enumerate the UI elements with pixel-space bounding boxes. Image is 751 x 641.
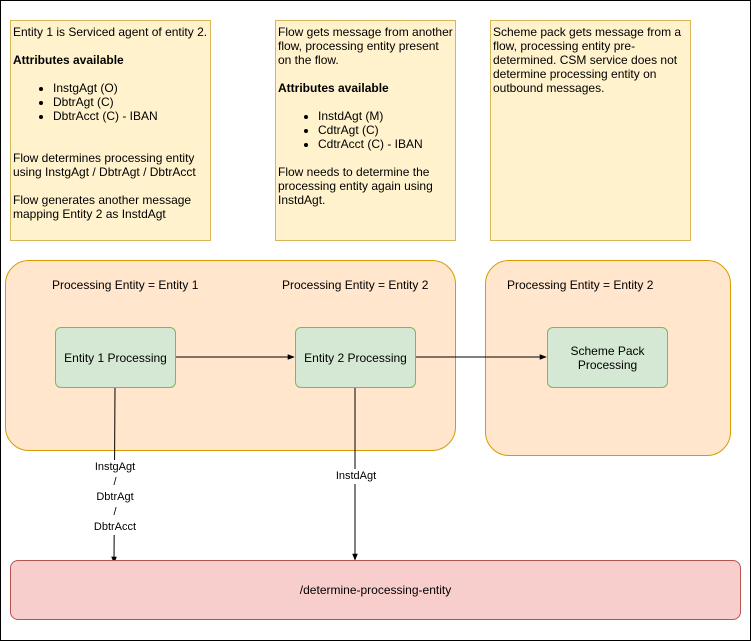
note-entity1-attr-list: InstgAgt (O) DbtrAgt (C) DbtrAcct (C) - … xyxy=(13,81,208,123)
scheme-pack-processing-box[interactable]: Scheme Pack Processing xyxy=(547,327,668,388)
edge-label-line: DbtrAcct xyxy=(93,521,137,533)
note-entity1-intro: Entity 1 is Serviced agent of entity 2. xyxy=(13,25,208,39)
edge-label-instdagt: InstdAgt xyxy=(332,469,380,484)
note-entity2: Flow gets message from another flow, pro… xyxy=(275,20,456,241)
group-label-entity1: Processing Entity = Entity 1 xyxy=(52,278,199,292)
note-entity1-para1: Flow determines processing entity using … xyxy=(13,151,196,179)
edge-label-line: DbtrAgt xyxy=(96,491,134,503)
entity1-processing-box[interactable]: Entity 1 Processing xyxy=(55,327,176,388)
entity2-processing-label: Entity 2 Processing xyxy=(304,350,407,365)
endpoint-label: /determine-processing-entity xyxy=(299,583,452,597)
note-entity2-attr-heading: Attributes available xyxy=(278,81,389,95)
note-entity2-para1: Flow needs to determine the processing e… xyxy=(278,165,433,207)
group-label-entity2: Processing Entity = Entity 2 xyxy=(282,278,429,292)
attr-item: InstgAgt (O) xyxy=(53,81,208,95)
edge-label-entity1-attrs: InstgAgt / DbtrAgt / DbtrAcct xyxy=(86,460,144,535)
edge-label-line: / xyxy=(113,476,117,488)
scheme-pack-label-line2: Processing xyxy=(577,357,638,372)
note-scheme: Scheme pack gets message from a flow, pr… xyxy=(490,20,691,241)
note-entity2-intro: Flow gets message from another flow, pro… xyxy=(278,25,453,67)
note-entity1-para2: Flow generates another message mapping E… xyxy=(13,193,192,221)
edge-label-line: InstgAgt xyxy=(94,461,136,473)
determine-processing-entity-endpoint[interactable]: /determine-processing-entity xyxy=(10,560,741,620)
attr-item: InstdAgt (M) xyxy=(318,109,453,123)
note-entity1: Entity 1 is Serviced agent of entity 2. … xyxy=(10,20,211,241)
entity1-processing-label: Entity 1 Processing xyxy=(64,350,167,365)
attr-item: CdtrAcct (C) - IBAN xyxy=(318,137,453,151)
note-scheme-intro: Scheme pack gets message from a flow, pr… xyxy=(493,25,682,95)
group-label-scheme: Processing Entity = Entity 2 xyxy=(507,278,654,292)
note-entity2-attr-list: InstdAgt (M) CdtrAgt (C) CdtrAcct (C) - … xyxy=(278,109,453,151)
scheme-pack-label-line1: Scheme Pack xyxy=(570,343,645,358)
attr-item: DbtrAgt (C) xyxy=(53,95,208,109)
attr-item: CdtrAgt (C) xyxy=(318,123,453,137)
edge-label-line: / xyxy=(113,506,117,518)
note-entity1-attr-heading: Attributes available xyxy=(13,53,124,67)
entity2-processing-box[interactable]: Entity 2 Processing xyxy=(295,327,416,388)
attr-item: DbtrAcct (C) - IBAN xyxy=(53,109,208,123)
